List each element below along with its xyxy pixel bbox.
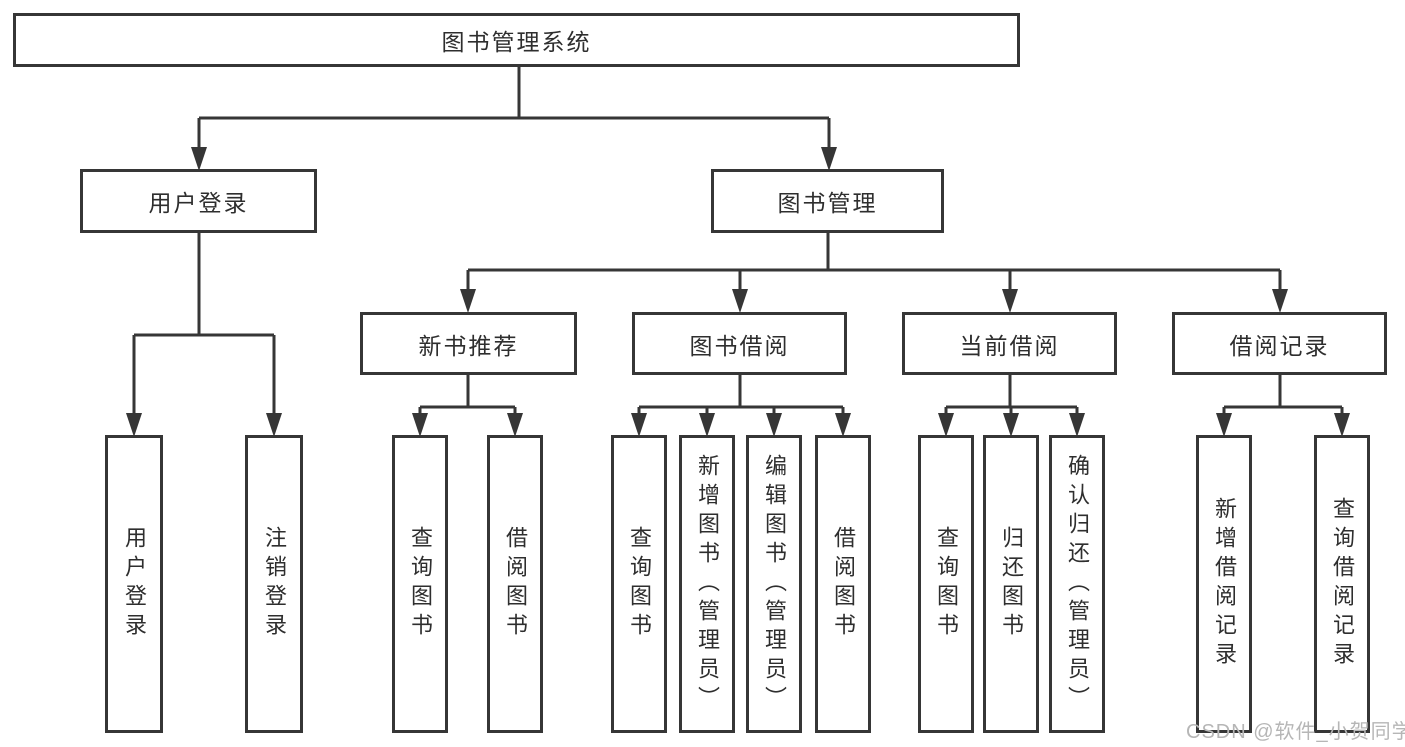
leaf-query-books-recommend-label: 查询图书 [408, 526, 433, 642]
leaf-edit-book-admin: 编辑图书（管理员） [746, 435, 802, 733]
leaf-query-books-borrow: 查询图书 [611, 435, 667, 733]
leaf-logout-label: 注销登录 [262, 526, 287, 642]
arrowheads [126, 147, 1350, 437]
leaf-borrow-books-borrow: 借阅图书 [815, 435, 871, 733]
leaf-confirm-return-admin: 确认归还（管理员） [1049, 435, 1105, 733]
node-user-login: 用户登录 [80, 169, 317, 233]
leaf-borrow-books-recommend: 借阅图书 [487, 435, 543, 733]
node-book-management: 图书管理 [711, 169, 944, 233]
leaf-add-book-admin: 新增图书（管理员） [679, 435, 735, 733]
leaf-query-borrow-record-label: 查询借阅记录 [1330, 497, 1355, 671]
leaf-return-book: 归还图书 [983, 435, 1039, 733]
leaf-query-books-current-label: 查询图书 [934, 526, 959, 642]
node-book-borrow: 图书借阅 [632, 312, 847, 375]
node-root: 图书管理系统 [13, 13, 1020, 67]
leaf-add-borrow-record-label: 新增借阅记录 [1212, 497, 1237, 671]
node-new-book-recommend-label: 新书推荐 [418, 332, 519, 359]
leaf-query-books-current: 查询图书 [918, 435, 974, 733]
leaf-user-login: 用户登录 [105, 435, 163, 733]
node-new-book-recommend: 新书推荐 [360, 312, 577, 375]
node-borrow-records: 借阅记录 [1172, 312, 1387, 375]
leaf-query-borrow-record: 查询借阅记录 [1314, 435, 1370, 733]
node-user-login-label: 用户登录 [148, 190, 249, 216]
leaf-edit-book-admin-label: 编辑图书（管理员） [762, 453, 787, 715]
leaf-add-borrow-record: 新增借阅记录 [1196, 435, 1252, 733]
leaf-query-books-recommend: 查询图书 [392, 435, 448, 733]
csdn-watermark: CSDN @软件_小贺同学 [1186, 721, 1405, 743]
node-root-label: 图书管理系统 [441, 29, 592, 55]
leaf-query-books-borrow-label: 查询图书 [627, 526, 652, 642]
leaf-borrow-books-recommend-label: 借阅图书 [503, 526, 528, 642]
leaf-user-login-label: 用户登录 [122, 526, 147, 642]
node-current-borrow-label: 当前借阅 [959, 332, 1060, 359]
leaf-return-book-label: 归还图书 [999, 526, 1024, 642]
leaf-logout: 注销登录 [245, 435, 303, 733]
node-book-management-label: 图书管理 [777, 190, 878, 216]
leaf-borrow-books-borrow-label: 借阅图书 [831, 526, 856, 642]
node-book-borrow-label: 图书借阅 [689, 332, 790, 359]
node-borrow-records-label: 借阅记录 [1229, 332, 1330, 359]
leaf-confirm-return-admin-label: 确认归还（管理员） [1065, 453, 1090, 715]
node-current-borrow: 当前借阅 [902, 312, 1117, 375]
leaf-add-book-admin-label: 新增图书（管理员） [695, 453, 720, 715]
